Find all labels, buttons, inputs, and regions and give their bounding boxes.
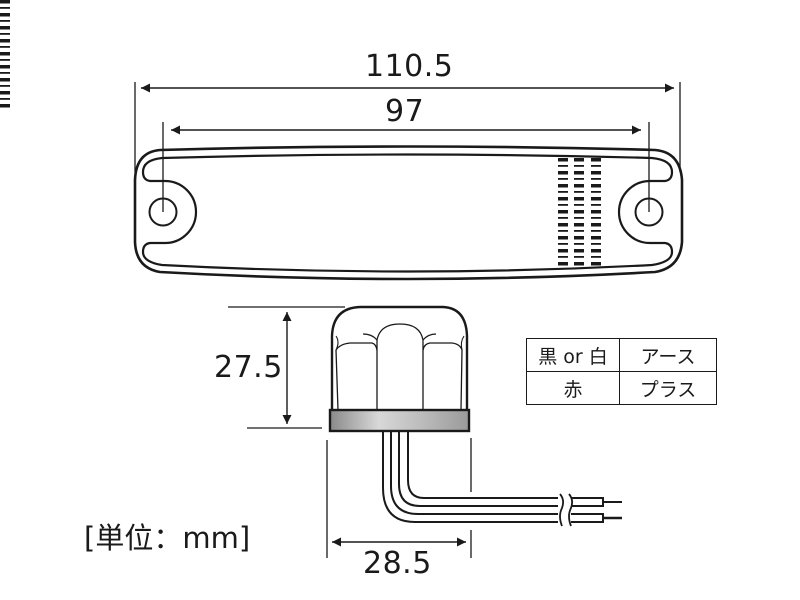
overall-width-dimension bbox=[134, 82, 681, 172]
mounting-hole-left bbox=[148, 197, 178, 227]
base-width-label: 28.5 bbox=[363, 546, 432, 581]
table-row: 黒 or 白 アース bbox=[526, 338, 717, 372]
base-plate bbox=[328, 408, 471, 433]
wire-color-table: 黒 or 白 アース 赤 プラス bbox=[526, 338, 717, 405]
led-array bbox=[0, 0, 601, 266]
height-dimension bbox=[228, 306, 345, 429]
base-width-dimension bbox=[326, 438, 472, 558]
wire-color-cell: 赤 bbox=[526, 371, 620, 405]
hole-pitch-label: 97 bbox=[385, 94, 425, 129]
hole-pitch-dimension bbox=[162, 122, 650, 212]
wire-function-cell: アース bbox=[619, 338, 717, 372]
table-row: 赤 プラス bbox=[526, 371, 717, 405]
lamp-side-view bbox=[328, 305, 471, 433]
lamp-top-view bbox=[133, 145, 684, 281]
height-label: 27.5 bbox=[214, 350, 283, 385]
lead-wires bbox=[382, 432, 622, 527]
overall-width-label: 110.5 bbox=[365, 49, 454, 84]
unit-label: [単位：mm] bbox=[84, 521, 251, 555]
wire-function-cell: プラス bbox=[619, 371, 717, 405]
mounting-hole-right bbox=[634, 197, 664, 227]
wire-color-cell: 黒 or 白 bbox=[526, 338, 620, 372]
